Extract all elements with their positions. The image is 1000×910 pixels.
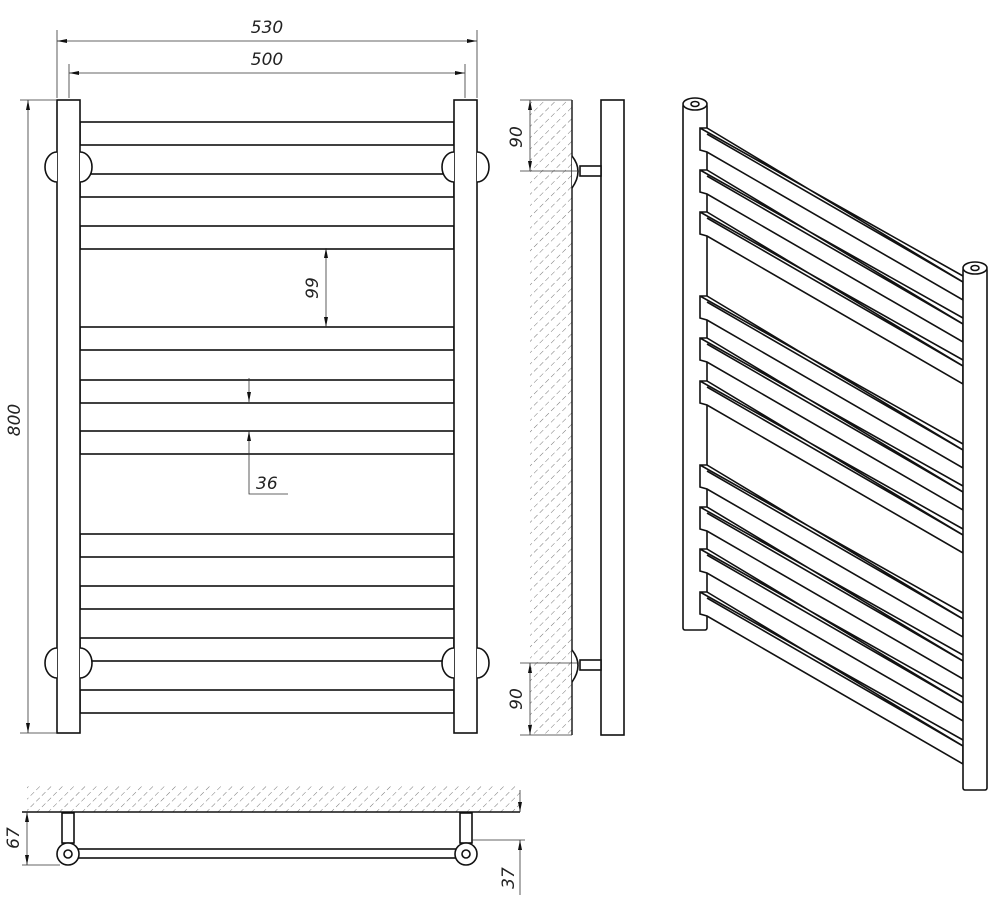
wall-hatch-bottom [27,785,520,812]
dim-wall-depth: 67 [4,827,24,849]
bottom-view: 67 37 [4,785,525,895]
front-view: 530 500 800 99 36 [5,18,490,734]
isometric-view [682,97,988,791]
dim-bottom-bracket: 90 [507,688,527,710]
front-crossbar [79,326,455,351]
wall-mount-top [44,151,490,183]
iso-crossbar [699,591,964,766]
left-post [56,99,81,734]
iso-crossbar [699,295,964,470]
right-post [453,99,478,734]
front-crossbar [79,533,455,558]
dim-leader-36 [248,455,288,495]
bottom-bracket-left [61,812,75,844]
wall-mount-bottom [44,647,490,679]
iso-crossbar [699,127,964,302]
side-view: 90 90 [507,99,625,736]
front-crossbar [79,689,455,714]
iso-crossbar [699,380,964,555]
front-crossbar [79,637,455,662]
dim-bar-gap: 99 [303,277,323,299]
iso-crossbars [699,127,964,766]
wall-hatch [530,100,572,735]
front-crossbars [79,121,455,714]
dim-axis-offset: 37 [499,867,519,889]
bottom-crossbar [74,848,462,859]
front-crossbar [79,430,455,455]
dim-inner-width: 500 [251,50,283,70]
iso-crossbar [699,506,964,681]
dim-height: 800 [5,404,25,436]
dim-top-bracket: 90 [507,126,527,148]
front-crossbar [79,585,455,610]
side-post [600,99,625,736]
side-bracket-top [571,155,602,189]
front-crossbar [79,173,455,198]
front-crossbar [79,379,455,404]
front-crossbar [79,121,455,146]
iso-crossbar [699,337,964,512]
dim-bar-height: 36 [256,474,278,494]
dim-overall-width: 530 [251,18,283,38]
side-bracket-bottom [571,649,602,683]
front-crossbar [79,225,455,250]
iso-right-post [962,267,988,791]
bottom-bracket-right [459,812,473,844]
